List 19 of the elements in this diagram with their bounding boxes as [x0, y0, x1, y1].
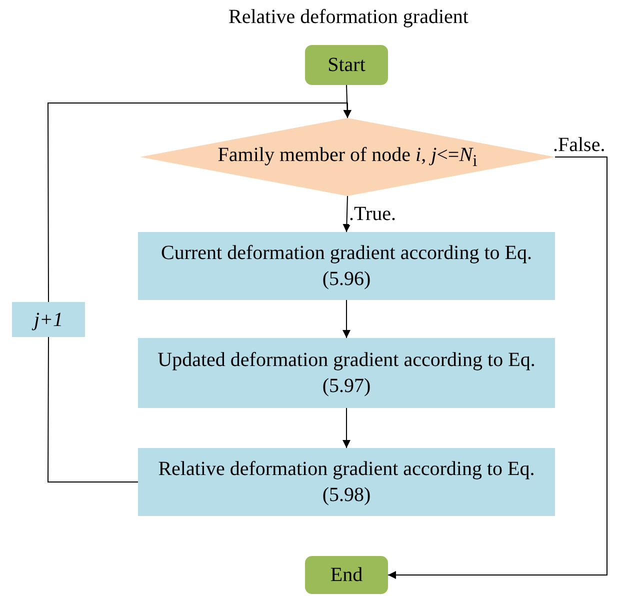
node-text: Family member of node i, j<=N$_{i}$	[218, 143, 478, 172]
process-box	[138, 338, 555, 408]
node-text: End	[330, 563, 363, 588]
node-text: j+1	[34, 308, 64, 332]
node-text: Updated deformation gradient according to Eq.(5.97)	[156, 348, 536, 399]
terminal-box	[305, 556, 388, 594]
node-text: Relative deformation gradient according to Eq.(5.98)	[157, 457, 536, 508]
arrow	[342, 300, 350, 338]
counter-box	[12, 302, 85, 337]
arrow	[342, 408, 350, 448]
terminal-box	[305, 45, 388, 85]
process-box	[138, 448, 555, 516]
arrow	[342, 196, 351, 232]
arrow	[48, 102, 352, 302]
process-box	[138, 232, 555, 300]
node-text: Start	[328, 53, 366, 78]
node-text: Current deformation gradient according to Eq.(5.96)	[160, 241, 533, 292]
arrow	[388, 156, 608, 579]
diagram-title: Relative deformation gradient	[228, 6, 470, 29]
